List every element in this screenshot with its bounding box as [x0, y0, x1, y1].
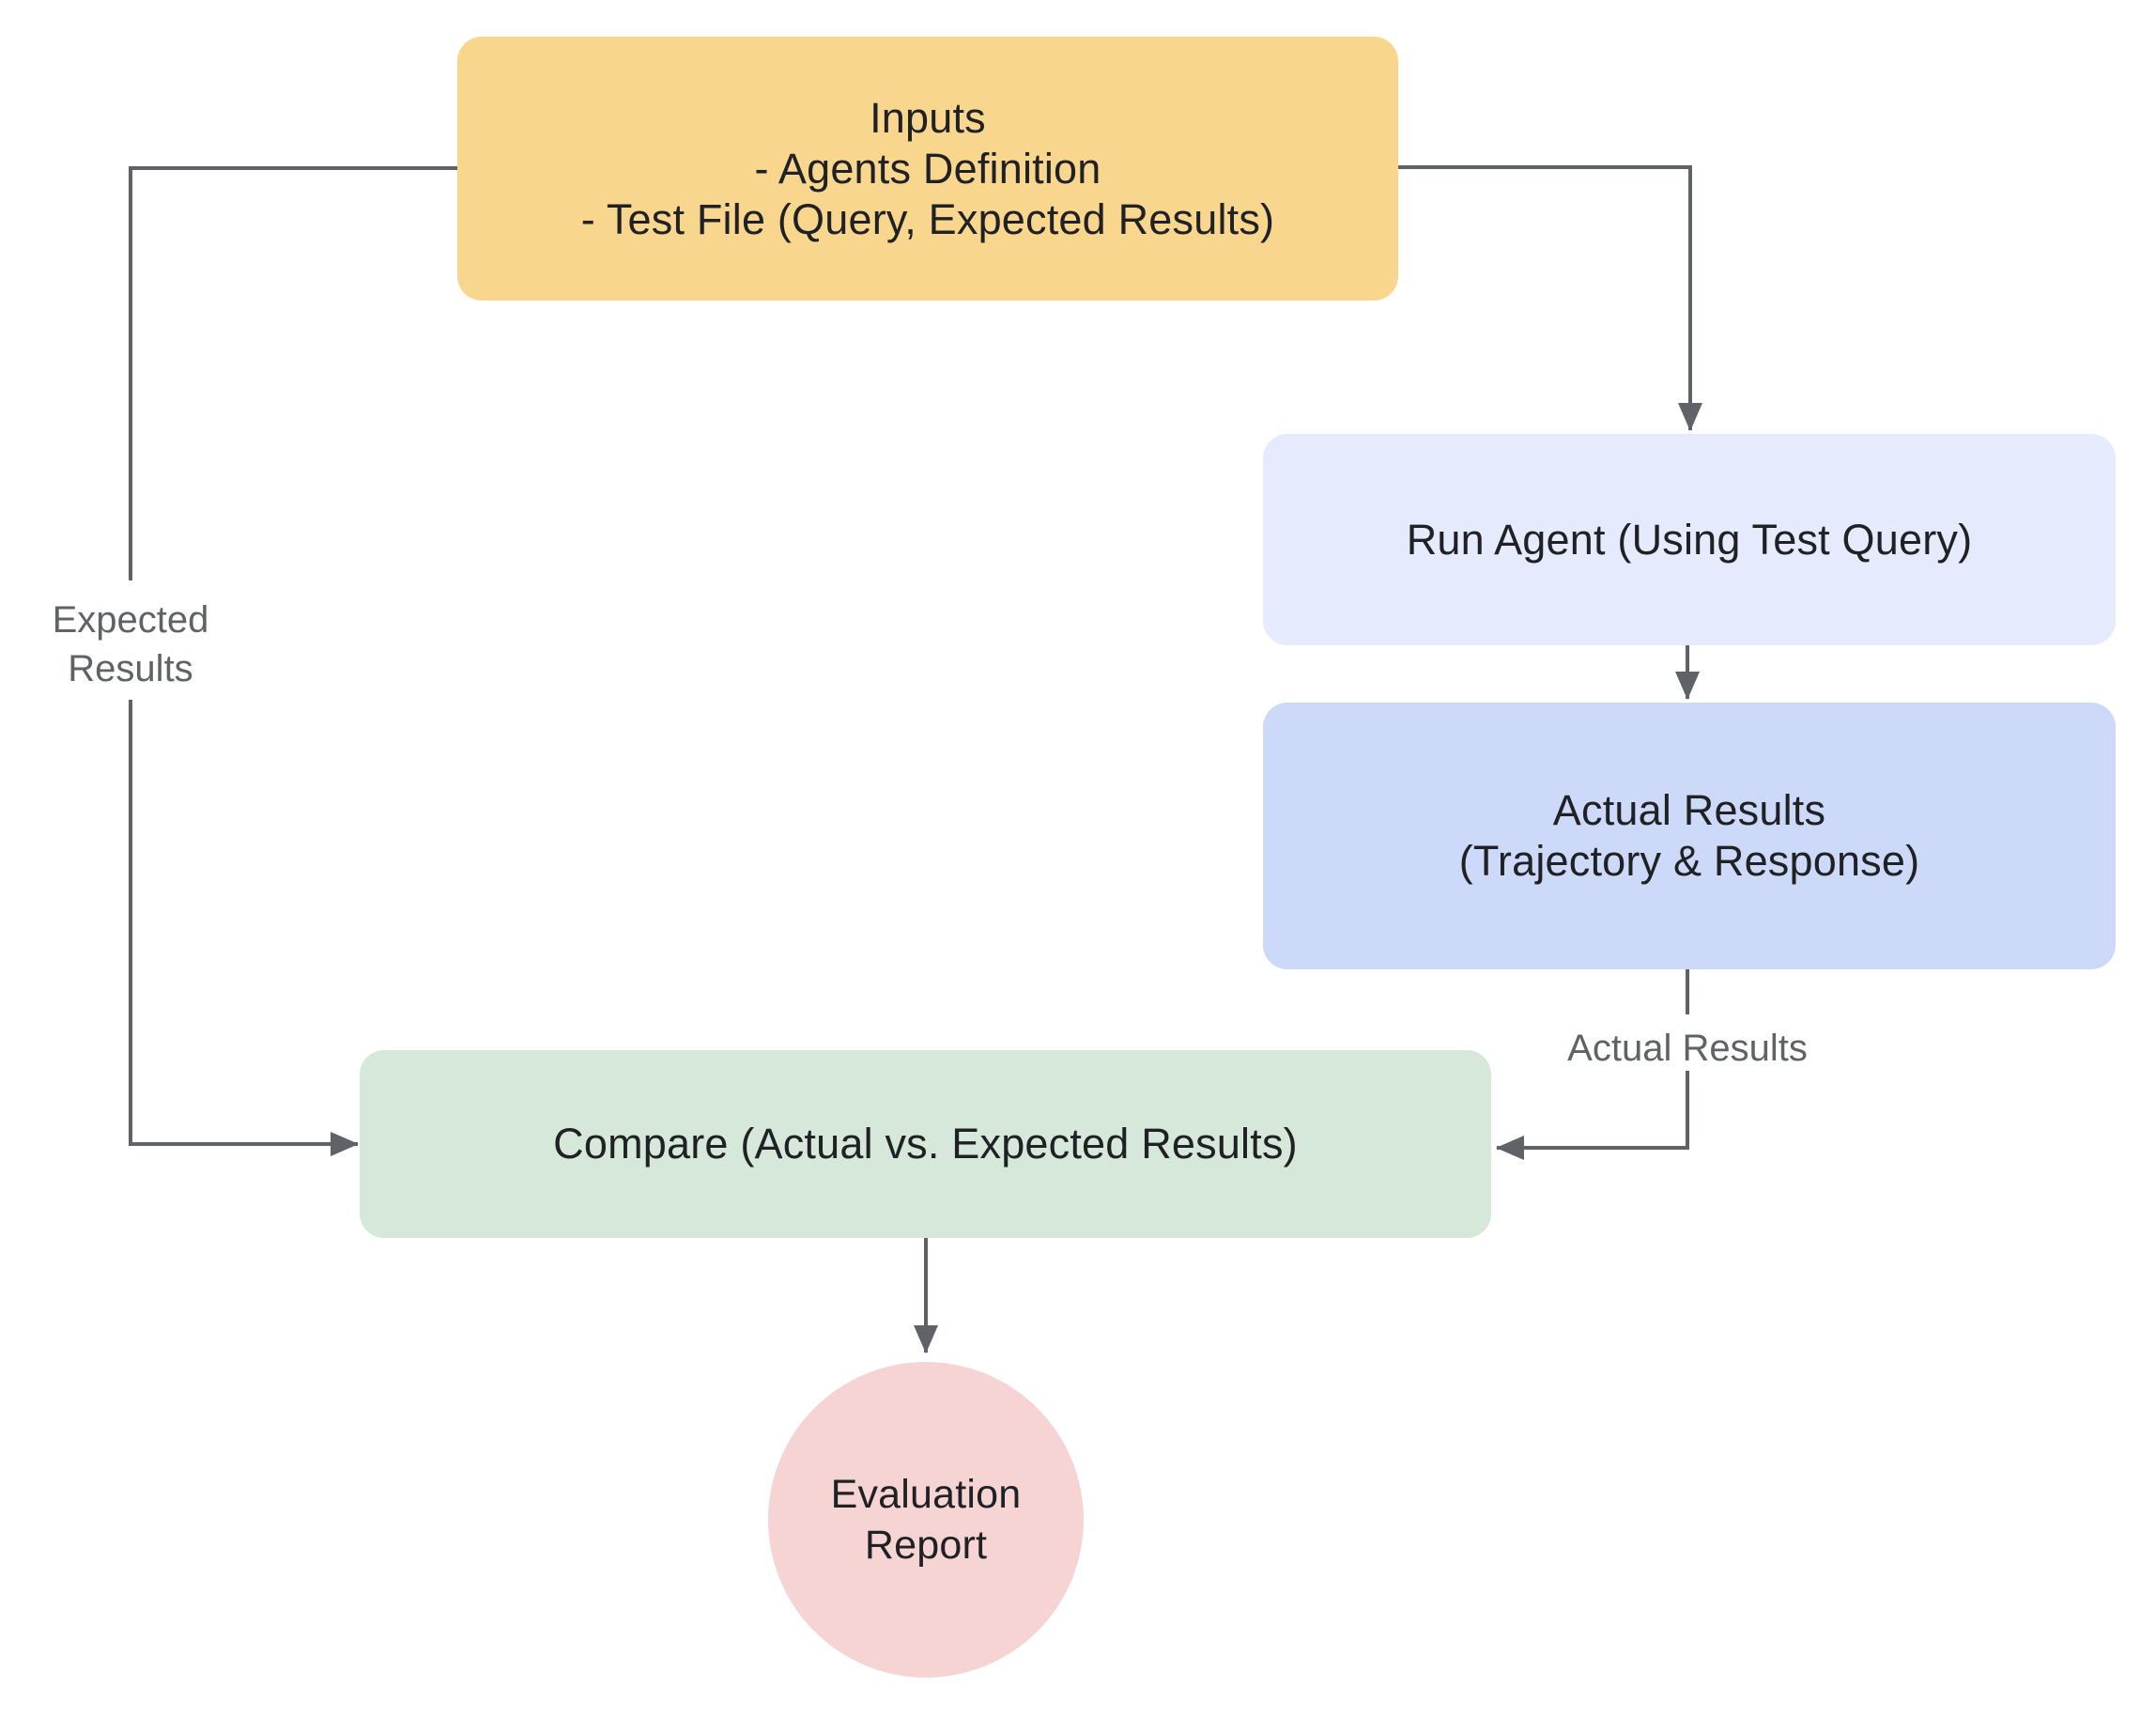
- node-inputs-line3: - Test File (Query, Expected Results): [580, 194, 1275, 243]
- node-inputs-line2: - Agents Definition: [754, 144, 1101, 193]
- edge-inputs-to-compare-lower: [129, 700, 359, 1156]
- edge-inputs-to-run-agent: [1398, 165, 1702, 431]
- edge-label-expected-results: Expected Results: [3, 596, 258, 693]
- edge-label-expected-results-line2: Results: [68, 648, 193, 689]
- node-run-agent-label: Run Agent (Using Test Query): [1406, 515, 1973, 564]
- node-actual-results: Actual Results (Trajectory & Response): [1263, 703, 2116, 969]
- edge-label-actual-results: Actual Results: [1500, 1024, 1875, 1073]
- node-evaluation-report-line1: Evaluation: [830, 1472, 1022, 1517]
- node-actual-results-line2: (Trajectory & Response): [1458, 837, 1920, 885]
- edge-label-expected-results-line1: Expected: [52, 599, 209, 641]
- edge-label-actual-results-text: Actual Results: [1567, 1028, 1808, 1069]
- node-inputs-line1: Inputs: [870, 93, 986, 142]
- edge-inputs-to-compare-upper: [129, 166, 457, 580]
- edge-actual-results-to-compare-lower: [1496, 1071, 1689, 1160]
- node-compare: Compare (Actual vs. Expected Results): [360, 1050, 1491, 1238]
- node-evaluation-report-line2: Report: [864, 1523, 988, 1568]
- edge-group: [129, 165, 1702, 1353]
- node-evaluation-report: Evaluation Report: [768, 1362, 1084, 1678]
- node-actual-results-line1: Actual Results: [1552, 786, 1826, 834]
- node-compare-label: Compare (Actual vs. Expected Results): [553, 1120, 1298, 1168]
- node-inputs: Inputs - Agents Definition - Test File (…: [457, 37, 1398, 301]
- node-run-agent: Run Agent (Using Test Query): [1263, 434, 2116, 645]
